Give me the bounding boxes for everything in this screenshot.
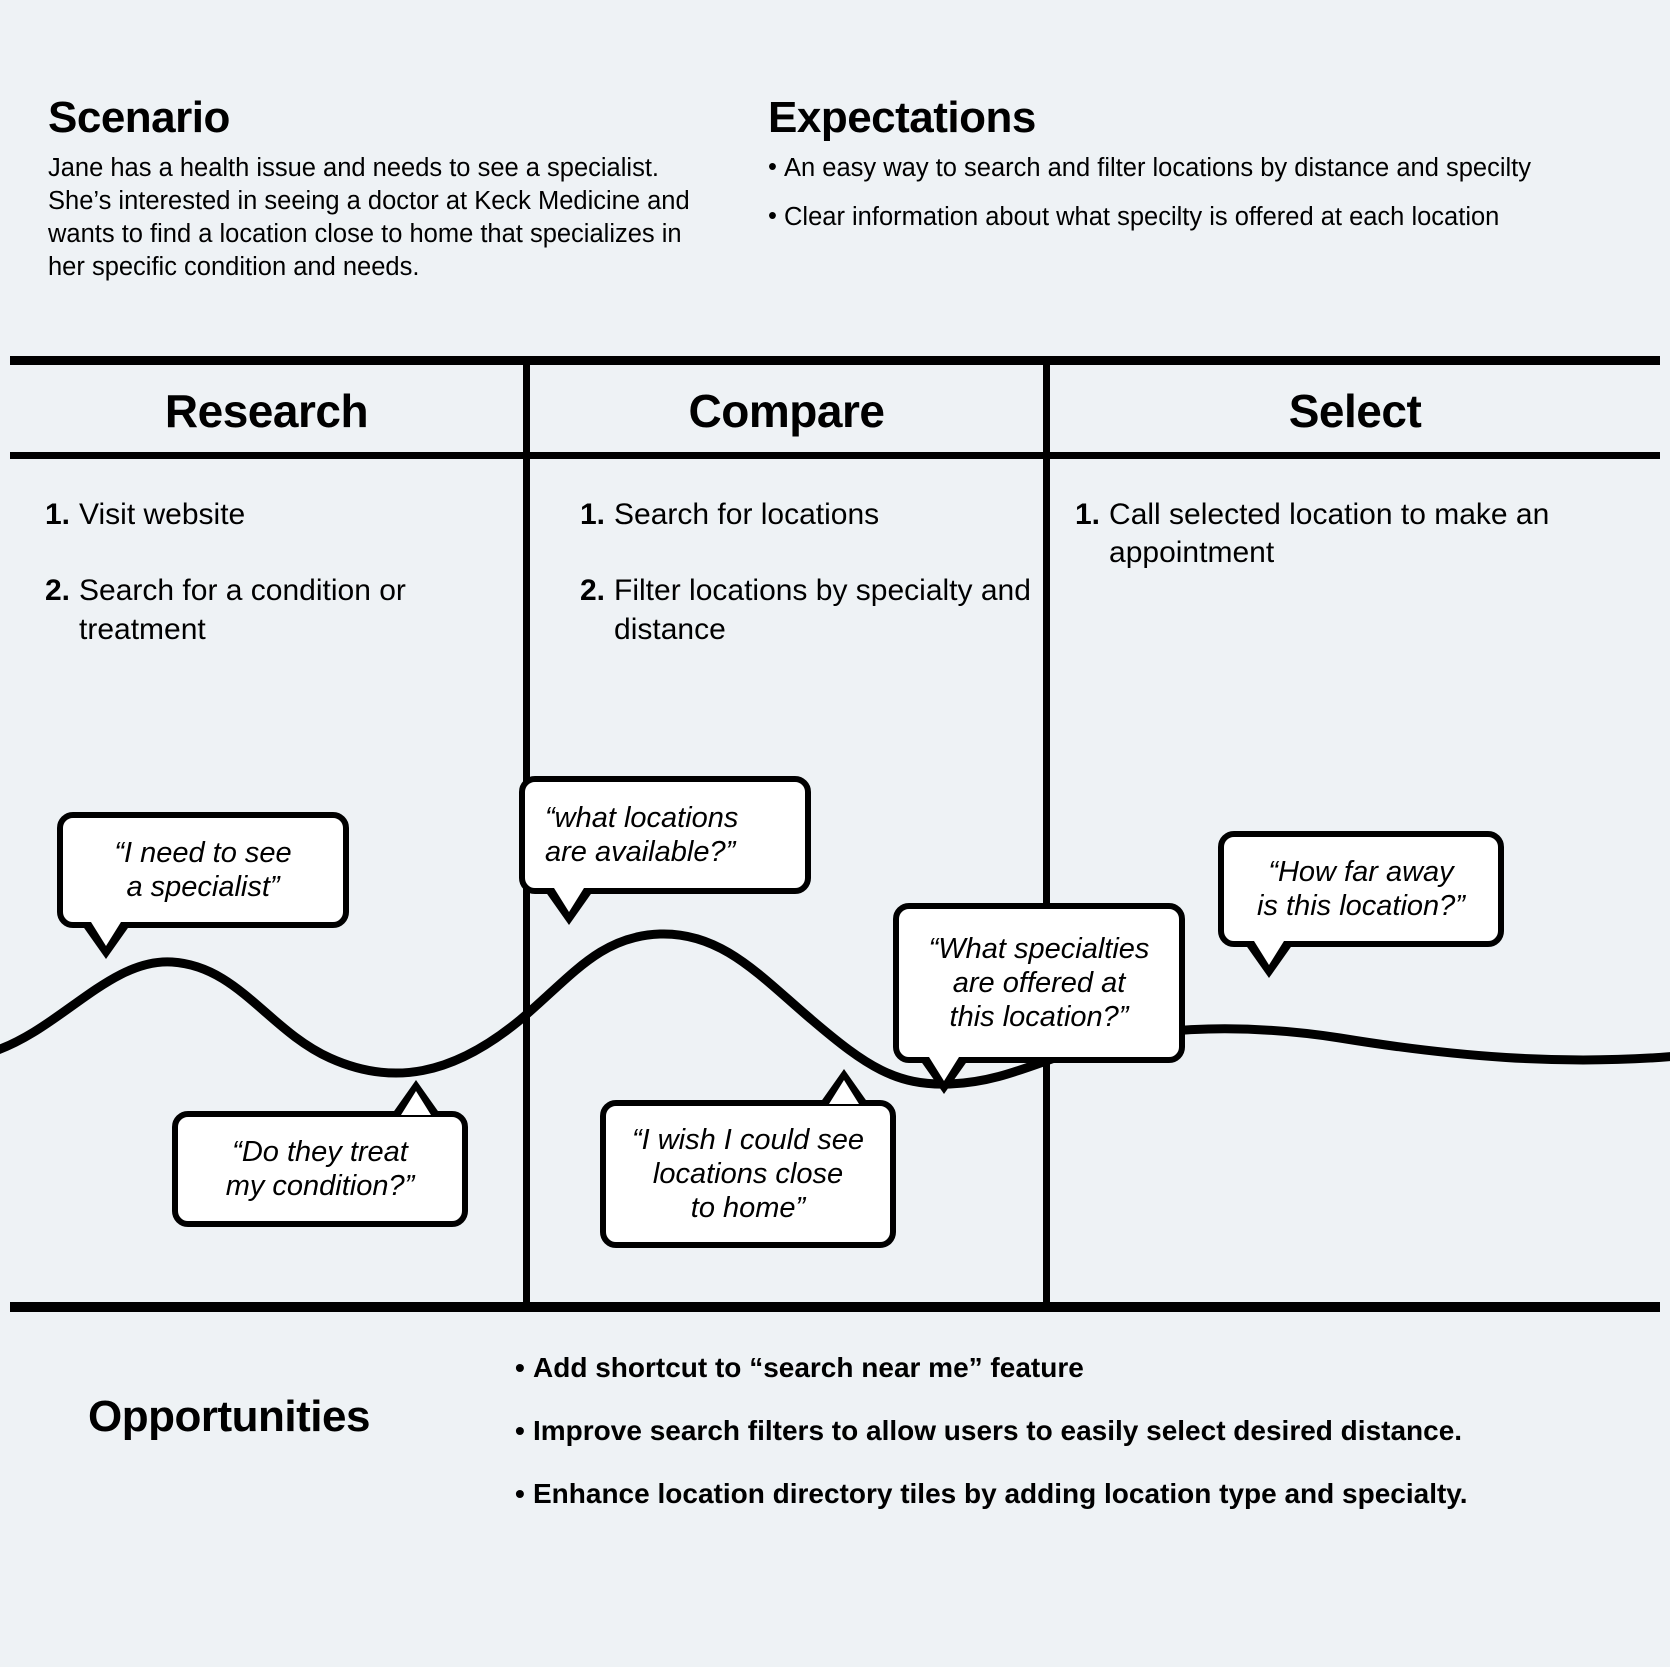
step-number: 2. — [580, 574, 606, 608]
quote-text: “I wish I could see locations close to h… — [631, 1123, 865, 1225]
expectation-item: • An easy way to search and filter locat… — [768, 152, 1568, 185]
opportunity-text: Improve search filters to allow users to… — [533, 1415, 1463, 1446]
divider-under-headers — [10, 452, 1660, 459]
bullet-icon: • — [515, 1352, 525, 1383]
opportunities-heading: Opportunities — [88, 1392, 370, 1441]
step-text: Call selected location to make an appoin… — [1109, 498, 1550, 570]
quote-bubble-what-locations: “what locations are available?” — [519, 776, 811, 894]
step-text: Search for a condition or treatment — [79, 574, 406, 646]
opportunity-item: • Improve search filters to allow users … — [515, 1413, 1635, 1448]
quote-bubble-need: “I need to see a specialist” — [57, 812, 349, 928]
step-text: Filter locations by specialty and distan… — [614, 574, 1031, 646]
bullet-icon: • — [768, 153, 777, 181]
step-number: 1. — [580, 498, 606, 531]
steps-compare: 1. Search for locations 2. Filter locati… — [580, 496, 1040, 687]
quote-text: “What specialties are offered at this lo… — [928, 932, 1150, 1034]
column-divider-compare-select — [1043, 362, 1050, 1306]
steps-select: 1. Call selected location to make an app… — [1075, 496, 1635, 611]
step-number: 1. — [1075, 498, 1101, 531]
expectations-block: Expectations • An easy way to search and… — [768, 96, 1568, 249]
opportunities-list: • Add shortcut to “search near me” featu… — [515, 1350, 1635, 1539]
quote-tail-treat-fill — [401, 1091, 431, 1115]
expectation-text: An easy way to search and filter locatio… — [784, 154, 1531, 182]
opportunity-item: • Add shortcut to “search near me” featu… — [515, 1350, 1635, 1385]
quote-bubble-treat: “Do they treat my condition?” — [172, 1111, 468, 1227]
quote-tail-wish-fill — [829, 1080, 859, 1104]
step-text: Visit website — [79, 498, 246, 531]
opportunity-text: Enhance location directory tiles by addi… — [533, 1478, 1468, 1509]
expectations-list: • An easy way to search and filter locat… — [768, 152, 1568, 233]
expectation-item: • Clear information about what specilty … — [768, 201, 1568, 234]
quote-tail-what-locations-fill — [554, 888, 584, 912]
stage-header-compare: Compare — [688, 385, 885, 437]
quote-tail-how-far-fill — [1254, 941, 1284, 965]
quote-text: “what locations are available?” — [545, 801, 739, 868]
quote-tail-specialties-fill — [929, 1057, 959, 1081]
bullet-icon: • — [515, 1415, 525, 1446]
step-item: 1. Visit website — [45, 496, 515, 534]
scenario-heading: Scenario — [48, 93, 230, 142]
bullet-icon: • — [768, 201, 777, 230]
step-text: Search for locations — [614, 498, 880, 531]
quote-tail-need-fill — [91, 922, 121, 946]
quote-text: “Do they treat my condition?” — [225, 1135, 415, 1202]
step-item: 1. Call selected location to make an app… — [1075, 496, 1635, 573]
quote-bubble-how-far: “How far away is this location?” — [1218, 831, 1504, 947]
emotion-curve — [0, 929, 1670, 1089]
quote-bubble-specialties: “What specialties are offered at this lo… — [893, 903, 1185, 1063]
step-item: 2. Search for a condition or treatment — [45, 572, 515, 649]
step-number: 1. — [45, 498, 71, 531]
quote-bubble-wish: “I wish I could see locations close to h… — [600, 1100, 896, 1248]
quote-text: “How far away is this location?” — [1257, 855, 1465, 922]
stage-header-research: Research — [164, 385, 369, 437]
divider-top — [10, 356, 1660, 365]
stage-header-select: Select — [1288, 385, 1422, 437]
bullet-icon: • — [515, 1478, 525, 1509]
step-item: 2. Filter locations by specialty and dis… — [580, 572, 1040, 649]
step-item: 1. Search for locations — [580, 496, 1040, 534]
scenario-body: Jane has a health issue and needs to see… — [48, 154, 690, 282]
expectation-text: Clear information about what specilty is… — [784, 202, 1500, 231]
scenario-block: Scenario Jane has a health issue and nee… — [48, 96, 708, 285]
opportunity-item: • Enhance location directory tiles by ad… — [515, 1476, 1635, 1511]
quote-text: “I need to see a specialist” — [114, 836, 292, 903]
divider-bottom — [10, 1302, 1660, 1312]
expectations-heading: Expectations — [768, 93, 1036, 142]
steps-research: 1. Visit website 2. Search for a conditi… — [45, 496, 515, 687]
opportunity-text: Add shortcut to “search near me” feature — [533, 1352, 1084, 1383]
step-number: 2. — [45, 574, 71, 608]
